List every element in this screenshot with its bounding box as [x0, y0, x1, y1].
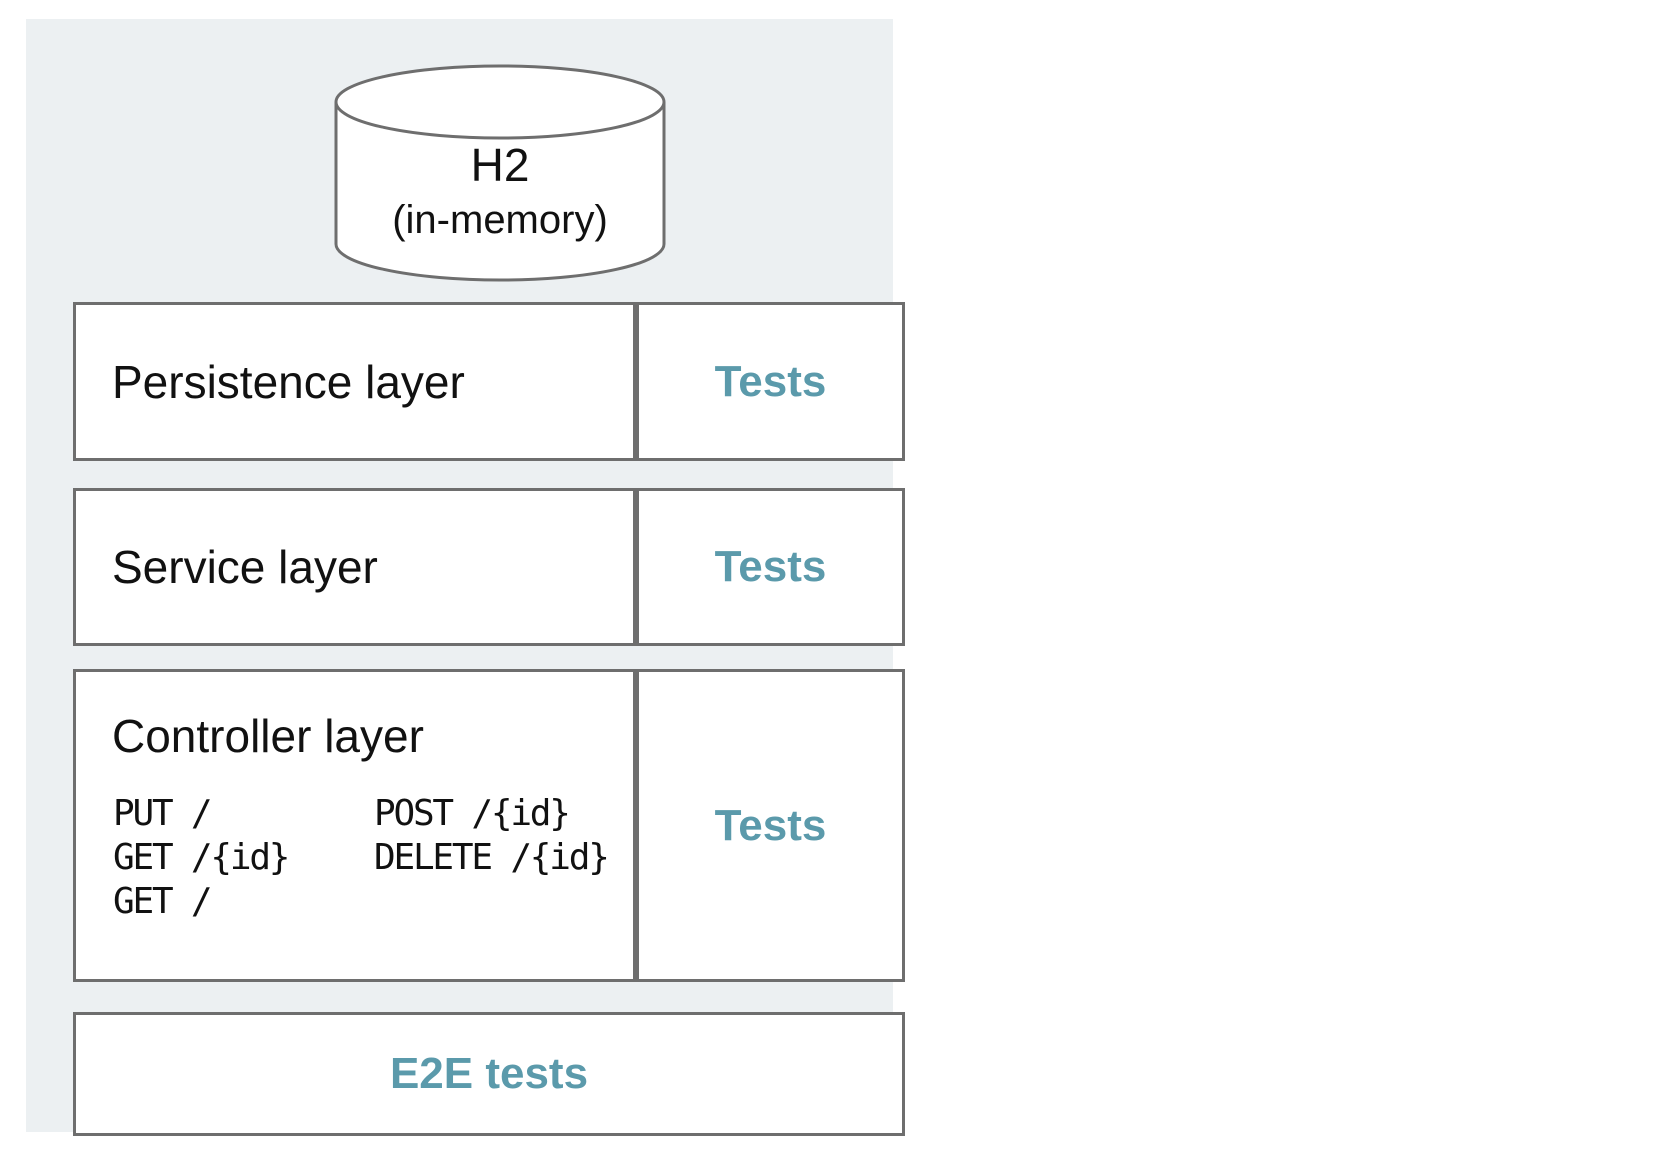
controller-layer-box: Controller layer PUT / GET /{id} GET / P… [73, 669, 636, 982]
controller-layer-row: Controller layer PUT / GET /{id} GET / P… [73, 669, 905, 982]
e2e-tests-label: E2E tests [389, 1049, 589, 1098]
persistence-layer-label: Persistence layer [112, 355, 465, 408]
e2e-tests-box: E2E tests [73, 1012, 905, 1136]
endpoint-list-col2: POST /{id} DELETE /{id} [374, 793, 610, 878]
persistence-layer-box: Persistence layer [73, 302, 636, 461]
service-layer-box: Service layer [73, 488, 636, 646]
endpoint-list-col1: PUT / GET /{id} GET / [113, 793, 290, 922]
persistence-layer-row: Persistence layer Tests [73, 302, 905, 461]
controller-layer-label: Controller layer [112, 710, 424, 762]
controller-tests-box: Tests [636, 669, 905, 982]
persistence-tests-box: Tests [636, 302, 905, 461]
database-subtitle: (in-memory) [392, 198, 608, 242]
database-cylinder [334, 64, 666, 282]
controller-tests-label: Tests [714, 800, 827, 850]
database-text: H2 (in-memory) [334, 135, 666, 245]
service-tests-box: Tests [636, 488, 905, 646]
e2e-tests-row: E2E tests [73, 1012, 905, 1136]
persistence-tests-label: Tests [714, 356, 827, 406]
service-layer-row: Service layer Tests [73, 488, 905, 646]
service-layer-label: Service layer [112, 541, 378, 593]
database-cylinder-icon [334, 64, 666, 282]
database-title: H2 [470, 139, 530, 191]
diagram-panel: H2 (in-memory) Persistence layer Tests S… [26, 19, 905, 1136]
service-tests-label: Tests [714, 542, 827, 591]
